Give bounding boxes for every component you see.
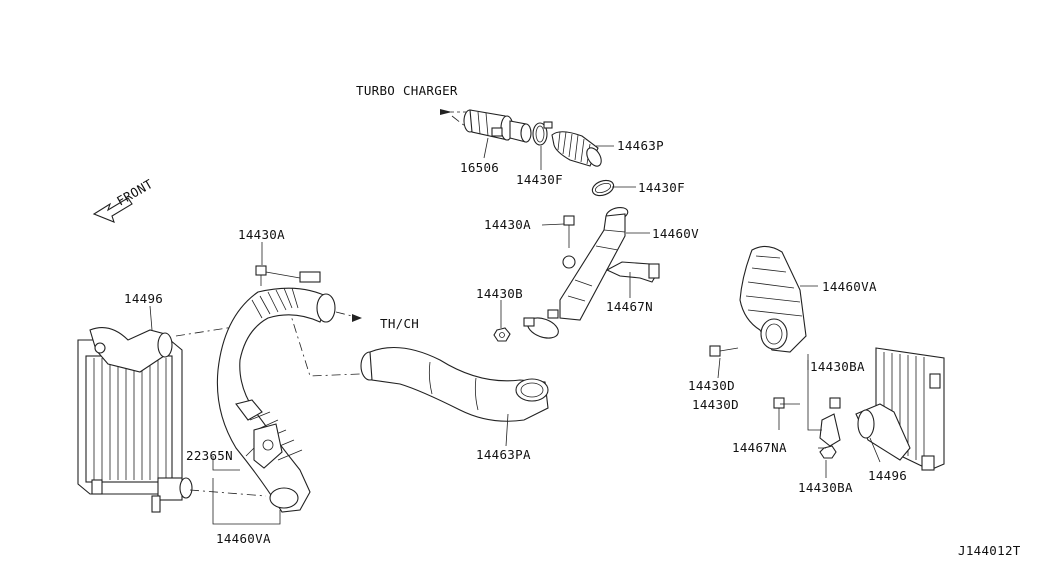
callout-14430A-a: 14430A [484, 217, 531, 232]
callout-14430BA-b: 14430BA [798, 480, 853, 495]
throttle-arrow [335, 311, 362, 322]
part-14460V-pipe[interactable] [523, 205, 629, 342]
part-22365N-clip[interactable] [235, 399, 283, 469]
part-14430B-nut[interactable] [493, 327, 511, 342]
callout-14430D-a: 14430D [688, 378, 735, 393]
part-14460VA-hose-right[interactable] [739, 245, 807, 353]
flow-line-a [175, 325, 241, 337]
part-14467N-bracket[interactable] [605, 261, 660, 283]
label-front: FRONT [114, 176, 156, 209]
callout-16506: 16506 [460, 160, 499, 175]
front-arrow [92, 197, 133, 223]
callout-14467NA: 14467NA [732, 440, 787, 455]
callout-14496-a: 14496 [124, 291, 163, 306]
callout-22365N: 22365N [186, 448, 233, 463]
leader-lines [149, 137, 881, 525]
label-throttle-chamber: TH/CH [380, 316, 419, 331]
diagram-id: J144012T [958, 543, 1021, 558]
callout-14460VA-b: 14460VA [822, 279, 877, 294]
label-turbo-charger: TURBO CHARGER [356, 83, 458, 98]
part-14430D-bolt-b[interactable] [773, 397, 785, 430]
callout-14430A-b: 14430A [238, 227, 285, 242]
callout-14460VA-a: 14460VA [216, 531, 271, 546]
callout-14496-b: 14496 [868, 468, 907, 483]
part-14430A-bolt-a[interactable] [562, 215, 576, 269]
part-14467NA-bracket[interactable] [807, 354, 841, 447]
part-14430F-clamp-b[interactable] [590, 178, 615, 199]
part-14463PA-hose[interactable] [360, 347, 549, 422]
callout-14460V: 14460V [652, 226, 699, 241]
callout-14430D-b: 14430D [692, 397, 739, 412]
part-14430A-bolt-b[interactable] [255, 265, 321, 286]
flow-line-b [189, 489, 267, 497]
part-14430BA-nut[interactable] [819, 445, 837, 459]
part-14460VA-hose-left[interactable] [216, 287, 336, 513]
part-14496-intercooler-left[interactable] [77, 327, 193, 513]
callout-14463P: 14463P [617, 138, 664, 153]
callout-14430F-a: 14430F [516, 172, 563, 187]
part-14430D-bolt-a[interactable] [709, 345, 739, 357]
callout-14463PA: 14463PA [476, 447, 531, 462]
part-14430F-clamp-a[interactable] [532, 121, 553, 146]
callout-14430BA-a: 14430BA [810, 359, 865, 374]
callout-14467N: 14467N [606, 299, 653, 314]
part-14496-intercooler-right[interactable] [855, 347, 945, 471]
callout-14430B: 14430B [476, 286, 523, 301]
callout-14430F-b: 14430F [638, 180, 685, 195]
part-14463P-hose[interactable] [551, 131, 604, 169]
part-16506-duct[interactable] [463, 109, 532, 143]
flow-line-c [287, 305, 361, 377]
